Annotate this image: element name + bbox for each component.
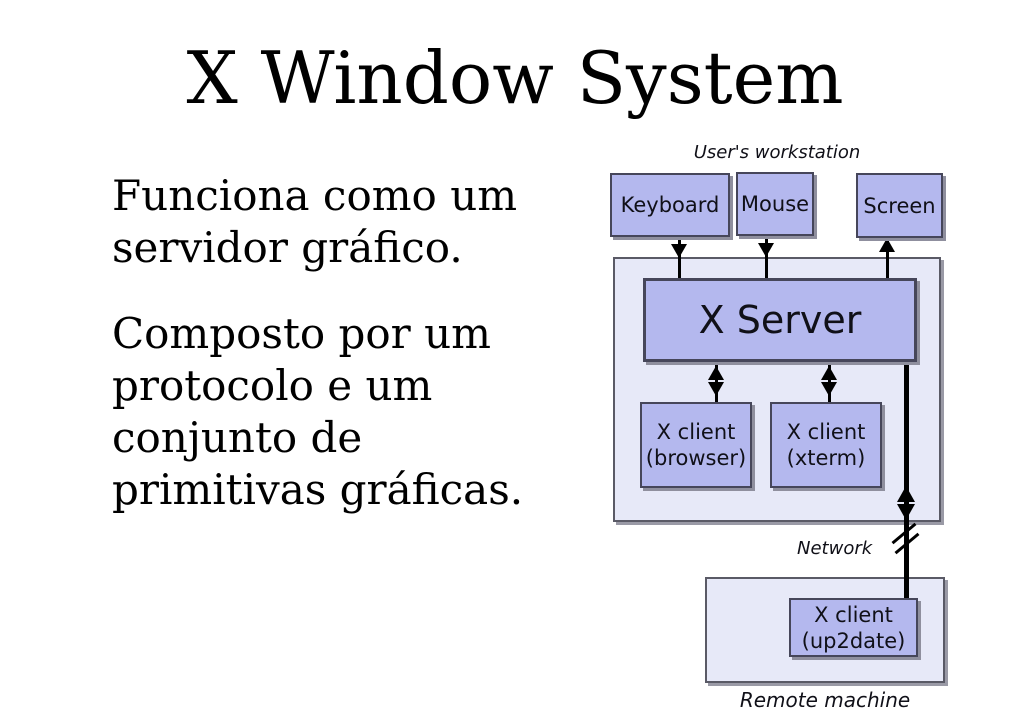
screen-arrow-up-icon	[879, 238, 895, 252]
text-line: conjunto de	[112, 413, 363, 462]
xclient-up2date-label-line2: (up2date)	[801, 628, 906, 653]
xserver-screen-line	[886, 238, 889, 280]
xclient-xterm-label-line2: (xterm)	[786, 446, 866, 470]
xclient-browser-label-line1: X client	[656, 420, 736, 444]
mouse-arrow-down-icon	[758, 243, 774, 257]
network-arrow-up-icon	[897, 486, 915, 502]
keyboard-node-label: Keyboard	[620, 193, 720, 217]
text-line: protocolo e um	[112, 361, 433, 410]
screen-node-label: Screen	[863, 193, 936, 218]
text-line: Composto por um	[112, 309, 491, 358]
xclient-up2date-label-line1: X client	[814, 602, 893, 627]
browser-arrow-down-icon	[708, 382, 724, 396]
xterm-arrow-down-icon	[821, 382, 837, 396]
xclient-xterm-node: X client (xterm)	[770, 402, 882, 488]
screen-node: Screen	[856, 173, 943, 238]
body-text: Funciona como um servidor gráfico. Compo…	[112, 170, 602, 550]
xclient-up2date-node: X client (up2date)	[789, 598, 918, 657]
keyboard-xserver-line	[678, 237, 681, 280]
text-line: servidor gráfico.	[112, 223, 463, 272]
page-title: X Window System	[186, 36, 844, 120]
xserver-node-label: X Server	[698, 298, 862, 342]
network-arrow-down-icon	[897, 504, 915, 520]
text-line: Funciona como um	[112, 171, 518, 220]
paragraph: Funciona como um servidor gráfico.	[112, 170, 602, 274]
xterm-arrow-up-icon	[821, 366, 837, 380]
workstation-label: User's workstation	[693, 142, 861, 163]
xclient-xterm-label-line1: X client	[786, 420, 866, 444]
xclient-browser-label-line2: (browser)	[645, 446, 747, 470]
network-link-line	[904, 360, 909, 600]
remote-machine-label: Remote machine	[739, 688, 911, 712]
xclient-browser-node: X client (browser)	[640, 402, 752, 488]
xserver-node: X Server	[643, 278, 917, 362]
keyboard-arrow-down-icon	[671, 244, 687, 258]
mouse-node-label: Mouse	[740, 192, 810, 216]
keyboard-node: Keyboard	[610, 173, 730, 237]
network-label: Network	[797, 538, 873, 559]
browser-arrow-up-icon	[708, 366, 724, 380]
text-line: primitivas gráficas.	[112, 465, 524, 514]
mouse-node: Mouse	[736, 172, 814, 236]
mouse-xserver-line	[765, 236, 768, 280]
paragraph: Composto por um protocolo e um conjunto …	[112, 308, 602, 516]
